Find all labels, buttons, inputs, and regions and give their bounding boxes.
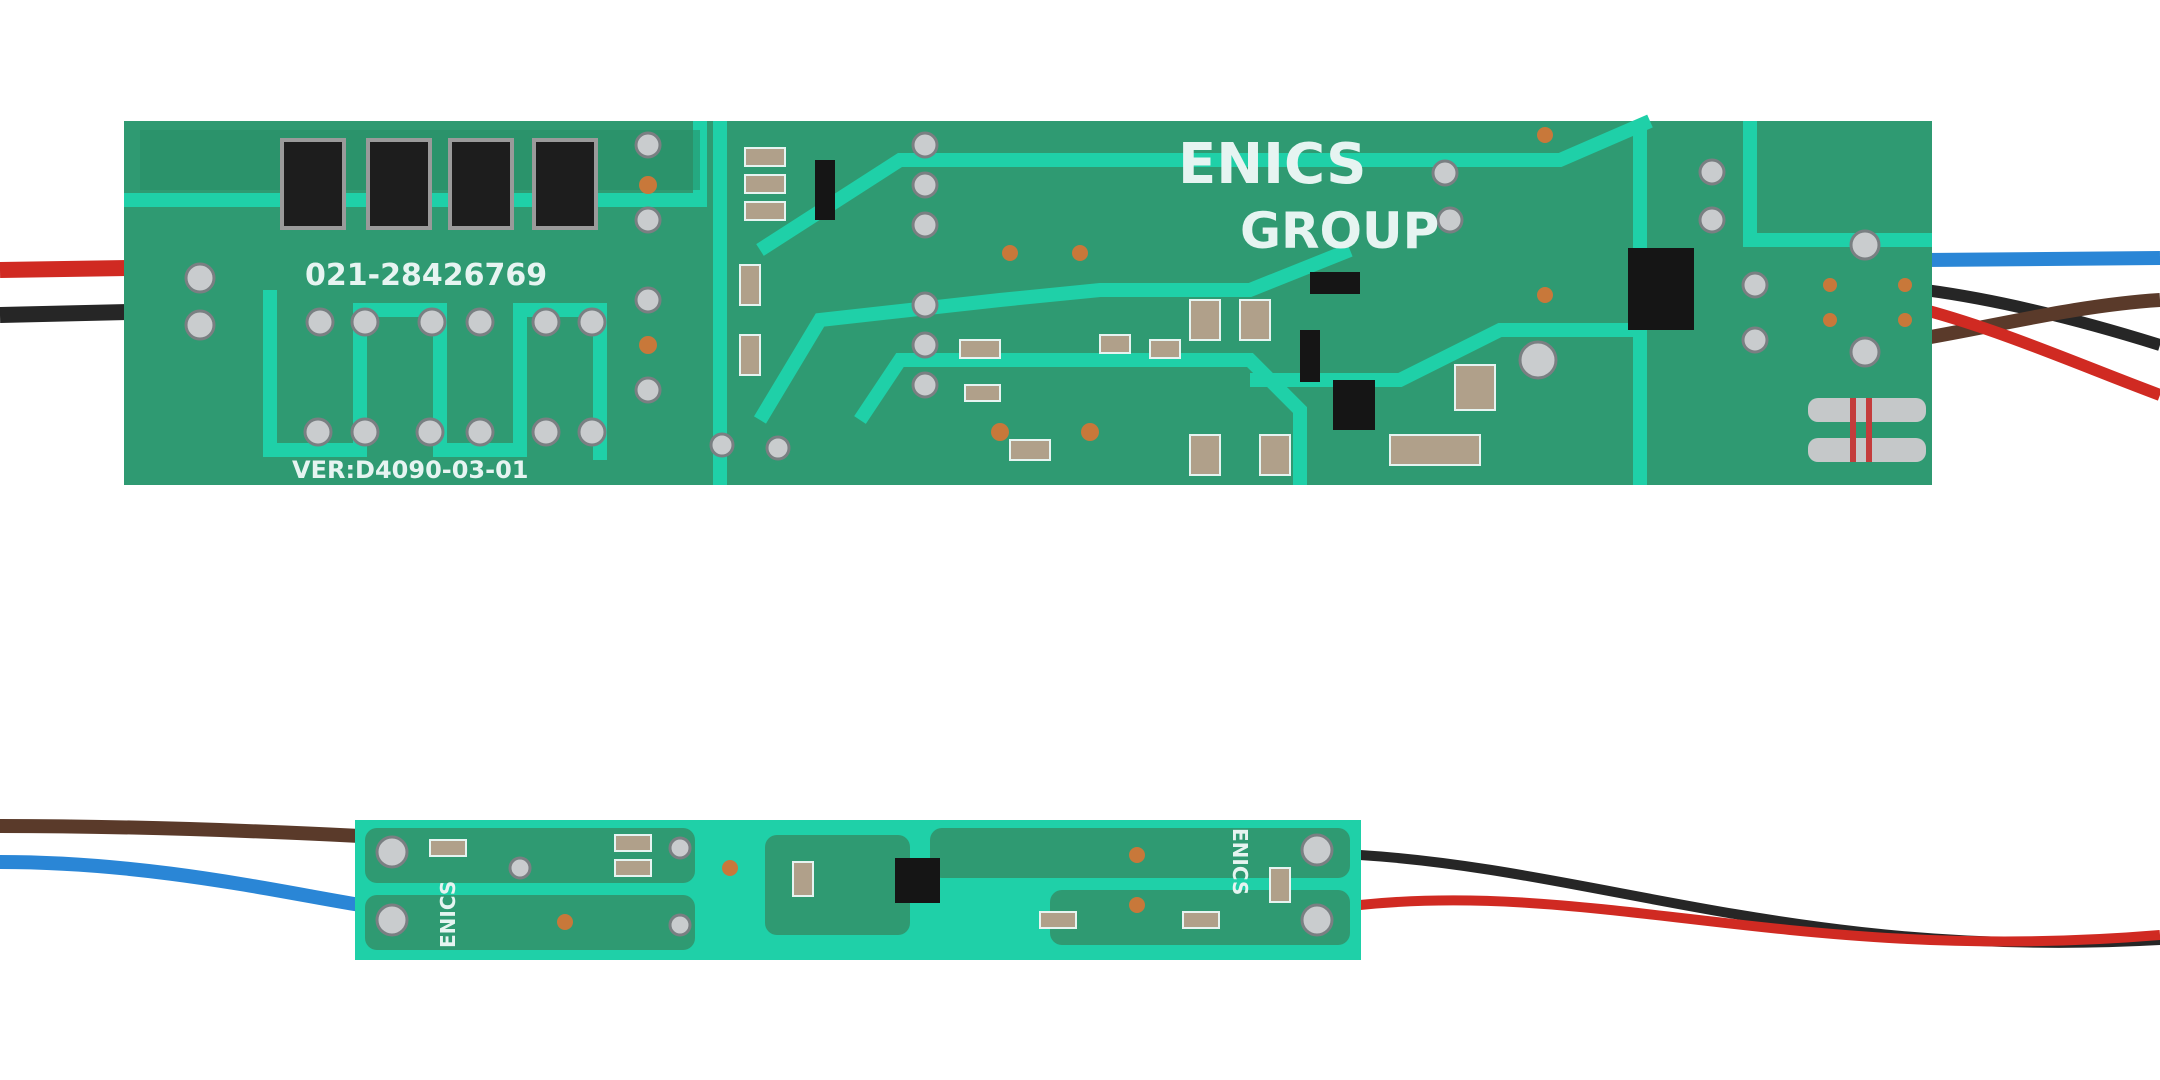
smd-diodes bbox=[280, 138, 598, 230]
brand-enics-left: ENICS bbox=[436, 881, 460, 948]
axial-resistors bbox=[1808, 398, 1926, 462]
wires-small-board bbox=[0, 819, 2160, 948]
solder-pads bbox=[184, 131, 1881, 461]
smd-components bbox=[739, 147, 1926, 476]
pcb-large: ENICS GROUP 021-28426769 VER:D4090-03-01 bbox=[124, 114, 1932, 485]
brand-enics: ENICS bbox=[1178, 132, 1366, 197]
brand-enics-right: ENICS bbox=[1228, 828, 1252, 895]
wires-large-board bbox=[0, 251, 2160, 401]
pcb-small: ENICS ENICS bbox=[355, 820, 1361, 960]
solder-pads-small bbox=[375, 833, 1334, 937]
phone-number: 021-28426769 bbox=[305, 258, 547, 293]
brand-group: GROUP bbox=[1240, 202, 1439, 260]
ic-chip bbox=[895, 858, 940, 903]
version-label: VER:D4090-03-01 bbox=[292, 456, 528, 484]
copper-vias bbox=[639, 127, 1912, 441]
